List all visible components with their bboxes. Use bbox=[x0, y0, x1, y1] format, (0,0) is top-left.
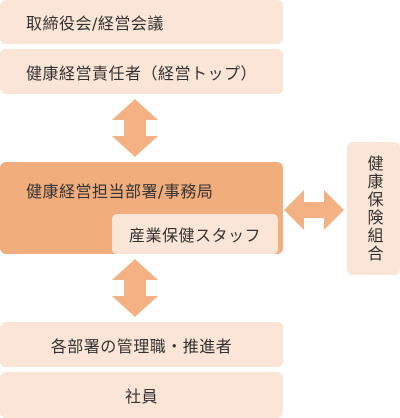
vertical-double-arrow-bottom bbox=[112, 259, 158, 317]
health-insurance-union-label: 健康保険組合 bbox=[364, 154, 384, 263]
horizontal-double-arrow bbox=[284, 190, 344, 230]
board-meeting-label: 取締役会/経営会議 bbox=[26, 14, 164, 33]
employees-label: 社員 bbox=[124, 387, 158, 406]
health-insurance-union-box: 健康保険組合 bbox=[347, 142, 400, 275]
occupational-health-staff-box: 産業保健スタッフ bbox=[112, 214, 278, 254]
employees-box: 社員 bbox=[0, 372, 283, 418]
health-management-officer-label: 健康経営責任者（経営トップ） bbox=[26, 63, 258, 83]
health-management-office-label: 健康経営担当部署/事務局 bbox=[26, 182, 214, 201]
department-managers-box: 各部署の管理職・推進者 bbox=[0, 322, 283, 367]
vertical-double-arrow-top bbox=[112, 99, 158, 157]
department-managers-label: 各部署の管理職・推進者 bbox=[50, 336, 233, 356]
occupational-health-staff-label: 産業保健スタッフ bbox=[128, 226, 261, 245]
health-management-officer-box: 健康経営責任者（経営トップ） bbox=[0, 49, 283, 94]
board-meeting-box: 取締役会/経営会議 bbox=[0, 0, 283, 44]
